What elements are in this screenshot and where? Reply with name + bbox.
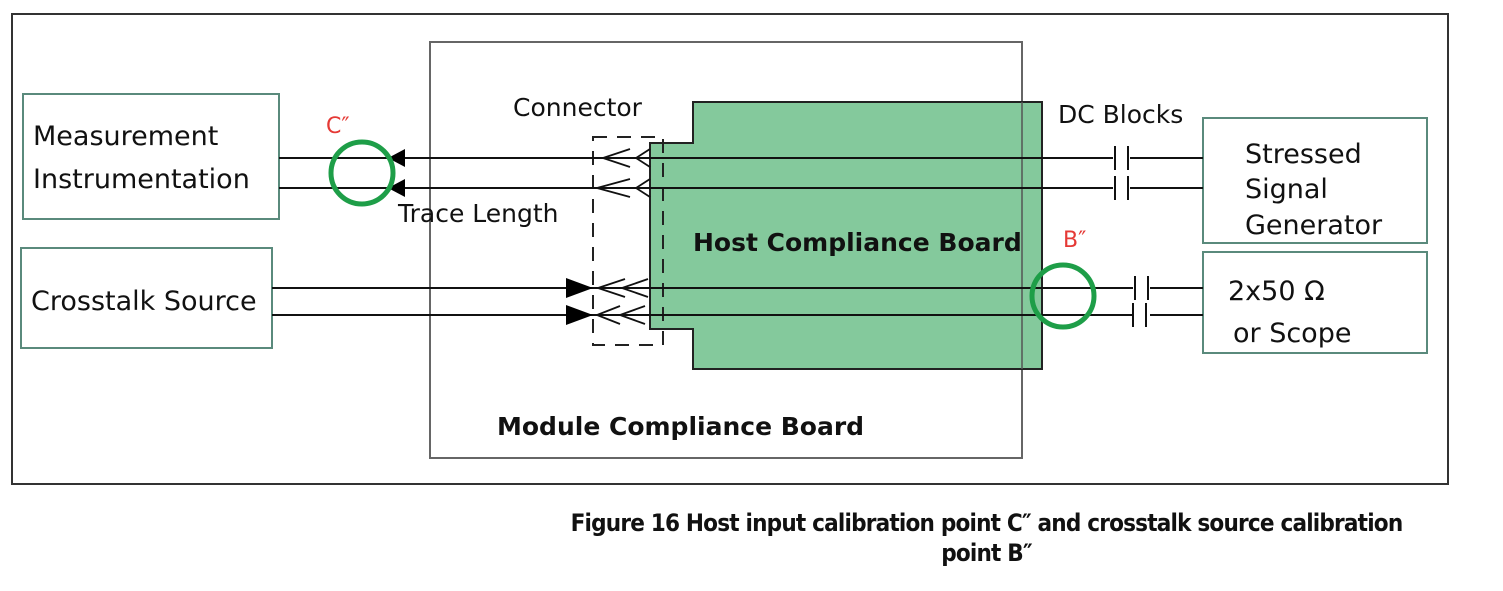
- measurement-label-line1: Measurement: [33, 121, 218, 152]
- host-input-traces: [279, 157, 1203, 189]
- connector-outline: [592, 136, 664, 346]
- arrowheads-right: [566, 278, 593, 325]
- calibration-circle-c: [328, 139, 396, 207]
- measurement-label-line2: Instrumentation: [33, 164, 250, 195]
- module-compliance-board-label: Module Compliance Board: [497, 412, 864, 441]
- arrowheads-left: [388, 149, 405, 197]
- outer-frame: [11, 13, 1449, 485]
- crosstalk-source-box: [20, 247, 273, 349]
- caption-line1: Figure 16 Host input calibration point C…: [570, 509, 1404, 537]
- caption-line2: point B″: [941, 539, 1032, 567]
- scope-label-line2: or Scope: [1233, 318, 1351, 349]
- scope-label-line1: 2x50 Ω: [1228, 276, 1325, 307]
- calibration-label-c: C″: [326, 114, 350, 139]
- host-compliance-board-label: Host Compliance Board: [693, 228, 1022, 257]
- stressed-label-line3: Generator: [1245, 210, 1383, 241]
- crosstalk-source-label: Crosstalk Source: [31, 286, 257, 317]
- connector-label: Connector: [513, 93, 643, 122]
- dc-block-capacitors: [1114, 146, 1149, 327]
- figure-caption: Figure 16 Host input calibration point C…: [470, 508, 1503, 568]
- dc-blocks-label: DC Blocks: [1058, 100, 1183, 129]
- measurement-instrumentation-box: [22, 93, 280, 220]
- connector-chevrons: [593, 148, 651, 325]
- stressed-label-line2: Signal: [1245, 174, 1328, 205]
- trace-length-label: Trace Length: [397, 199, 559, 228]
- stressed-signal-generator-box: [1202, 117, 1428, 244]
- host-compliance-board: [649, 101, 1043, 370]
- calibration-circle-b: [1029, 262, 1097, 330]
- stressed-label-line1: Stressed: [1245, 139, 1362, 170]
- calibration-label-b: B″: [1063, 228, 1086, 253]
- scope-box: [1202, 251, 1428, 354]
- crosstalk-traces: [272, 287, 1203, 316]
